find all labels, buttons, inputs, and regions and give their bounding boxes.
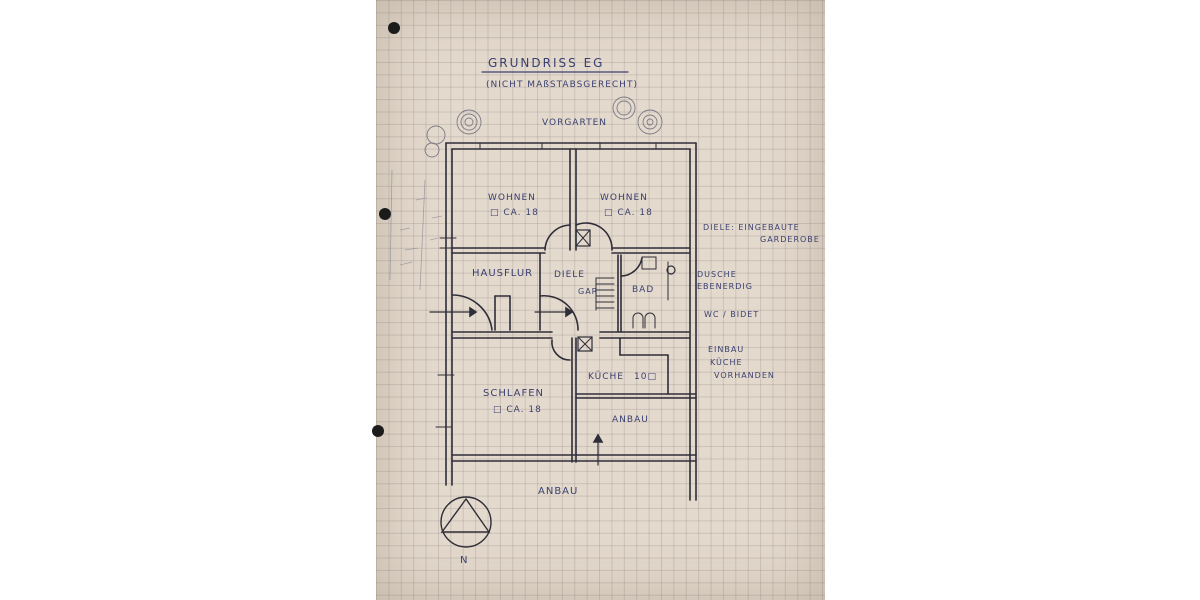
note-vorhanden: VORHANDEN [714, 371, 775, 380]
compass-north-label: N [460, 555, 469, 566]
room-label-wohnen-right: WOHNEN [600, 193, 648, 203]
note-dusche: DUSCHE [697, 270, 737, 279]
room-area-wohnen-right: □ CA. 18 [604, 208, 653, 218]
punch-hole [379, 208, 391, 220]
note-diele: DIELE: EINGEBAUTE [703, 223, 800, 232]
garden-label: VORGARTEN [542, 118, 607, 128]
plan-title: GRUNDRISS EG [488, 56, 605, 70]
room-area-schlafen: □ CA. 18 [493, 405, 542, 415]
note-wc-bidet: WC / BIDET [704, 310, 760, 319]
graph-paper-sheet [372, 0, 825, 600]
room-label-diele: DIELE [554, 270, 585, 280]
note-diele-2: GARDEROBE [760, 235, 820, 244]
anbau-outside-label: ANBAU [538, 486, 579, 497]
room-label-anbau: ANBAU [612, 415, 649, 425]
room-label-hausflur: HAUSFLUR [472, 268, 534, 279]
room-label-kueche: KÜCHE [588, 372, 624, 382]
north-compass-icon [440, 496, 492, 548]
note-dusche-2: EBENERDIG [697, 282, 753, 291]
punch-hole [372, 425, 384, 437]
room-label-schlafen: SCHLAFEN [483, 388, 545, 399]
room-label-garderobe: GAR [578, 287, 599, 296]
punch-hole [388, 22, 400, 34]
plan-subtitle: (NICHT MAßSTABSGERECHT) [486, 80, 638, 90]
note-einbau: EINBAU [708, 345, 745, 354]
room-label-wohnen-left: WOHNEN [488, 193, 536, 203]
room-area-wohnen-left: □ CA. 18 [490, 208, 539, 218]
room-area-kueche: 10□ [634, 372, 657, 382]
note-kueche: KÜCHE [710, 358, 743, 367]
room-label-bad: BAD [632, 285, 655, 295]
